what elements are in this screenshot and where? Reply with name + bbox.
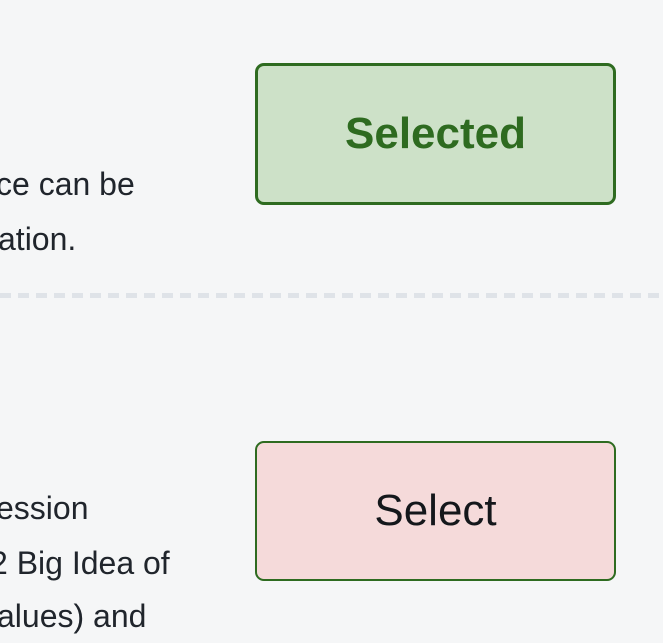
selected-button[interactable]: Selected: [255, 63, 616, 205]
section-divider: [0, 293, 663, 298]
top-option-text-line-2: ation.: [0, 221, 77, 257]
bottom-option-text-line-3: alues) and: [0, 598, 147, 634]
select-button[interactable]: Select: [255, 441, 616, 581]
bottom-option-text-line-1: ession: [0, 490, 89, 526]
bottom-option-text-line-2: 2 Big Idea of: [0, 545, 170, 581]
top-option-text-line-1: ce can be: [0, 166, 135, 202]
